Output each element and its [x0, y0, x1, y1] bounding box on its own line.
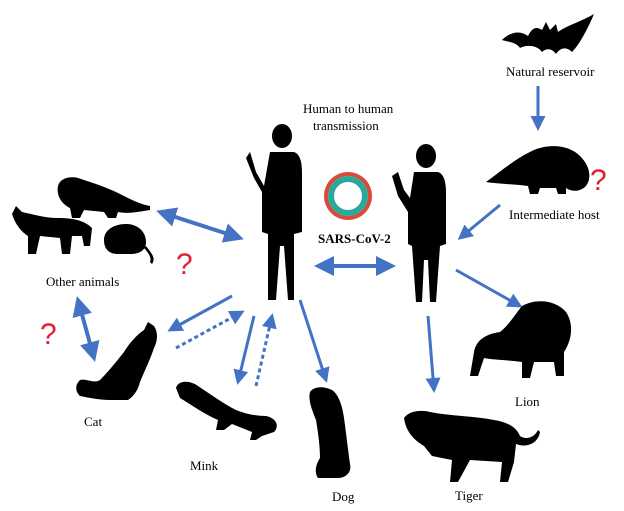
tiger-icon	[404, 411, 540, 482]
label-human-to-human-1: Human to human	[303, 101, 394, 116]
question-mark: ?	[590, 164, 607, 197]
virus-icon	[324, 172, 372, 220]
label-mink: Mink	[190, 458, 219, 473]
arrow-human-to-mink	[238, 316, 254, 382]
arrow-cat-to-human	[176, 312, 242, 348]
lion-icon	[470, 301, 571, 378]
label-other-animals: Other animals	[46, 274, 119, 289]
pangolin-icon	[486, 146, 589, 194]
label-dog: Dog	[332, 489, 355, 504]
question-mark: ?	[40, 318, 57, 351]
label-intermediate-host: Intermediate host	[509, 207, 600, 222]
label-lion: Lion	[515, 394, 540, 409]
human-icon	[392, 144, 446, 302]
arrow-human-to-tiger	[428, 316, 434, 390]
arrow-mink-to-human	[256, 316, 272, 386]
mink-icon	[176, 382, 277, 440]
arrow-pangolin-to-human	[460, 205, 500, 238]
silhouettes	[12, 14, 594, 482]
label-cat: Cat	[84, 414, 102, 429]
arrow-human-to-lion	[456, 270, 520, 306]
arrow-human-to-cat	[170, 296, 232, 330]
human-icon	[246, 124, 302, 300]
label-natural-reservoir: Natural reservoir	[506, 64, 595, 79]
ferret-icon	[58, 177, 150, 218]
mouse-icon	[104, 224, 154, 264]
arrow-human-to-dog	[300, 300, 326, 380]
dog-icon	[309, 387, 350, 478]
label-virus: SARS-CoV-2	[318, 231, 391, 246]
label-tiger: Tiger	[455, 488, 483, 503]
label-human-to-human-2: transmission	[313, 118, 379, 133]
arrow-other-animals-cat	[78, 300, 94, 358]
question-mark: ?	[176, 248, 193, 281]
bat-icon	[502, 14, 594, 54]
arrow-human-other-animals	[160, 212, 240, 238]
